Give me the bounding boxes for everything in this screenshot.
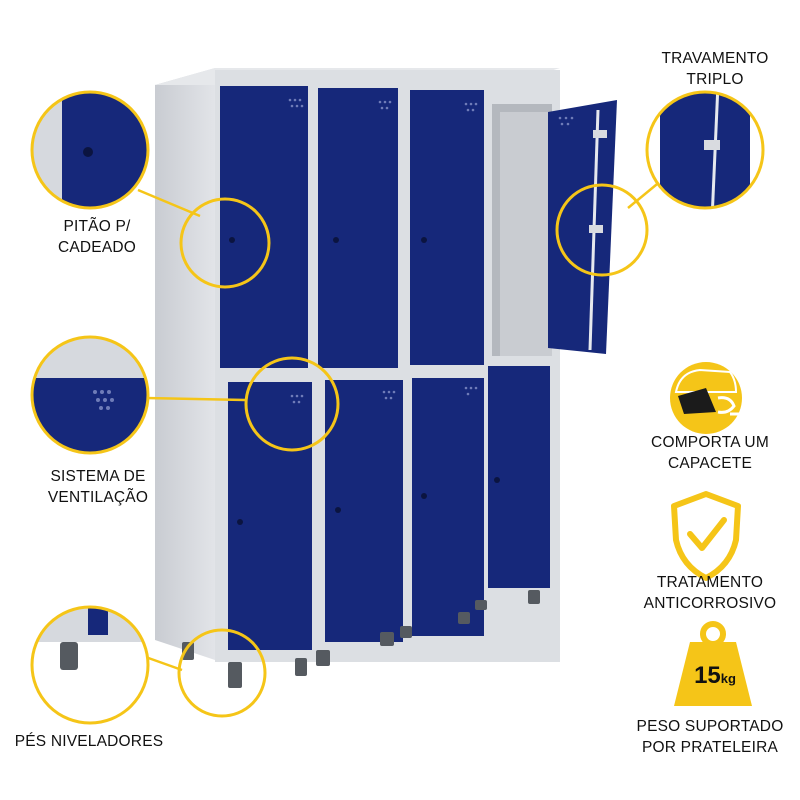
door-lower-3 [412, 378, 484, 636]
open-compartment-shadow [492, 104, 552, 356]
weight-icon [674, 621, 752, 706]
label-locking: TRAVAMENTO TRIPLO [640, 48, 790, 90]
label-shelf-weight-line2: POR PRATELEIRA [641, 739, 779, 756]
label-shelf-weight-line1: PESO SUPORTADO [636, 718, 784, 735]
helmet-icon [670, 362, 744, 434]
ventilation-holes [288, 98, 574, 404]
callout-target-circles [177, 183, 649, 718]
door-open [548, 100, 617, 354]
door-lower-4 [488, 366, 550, 588]
leveling-feet [182, 590, 540, 688]
cabinet-side-panel [155, 68, 215, 660]
weight-unit: kg [720, 671, 736, 686]
door-lock-bolt-top [593, 130, 607, 138]
door-lower-1 [228, 382, 312, 650]
zoom-locking-detail [645, 90, 765, 210]
weight-value: 15 [694, 662, 721, 689]
label-anticorrosion-line1: TRATAMENTO [656, 574, 764, 591]
label-feet-line1: PÉS NIVELADORES [14, 733, 164, 750]
label-helmet: COMPORTA UM CAPACETE [630, 432, 790, 474]
door-upper-3 [410, 90, 484, 365]
label-anticorrosion-line2: ANTICORROSIVO [643, 595, 777, 612]
zoom-padlock-detail [30, 90, 150, 210]
label-padlock-line1: PITÃO P/ [63, 218, 131, 235]
label-anticorrosion: TRATAMENTO ANTICORROSIVO [630, 572, 790, 614]
shield-check-icon [671, 491, 741, 581]
label-ventilation: SISTEMA DE VENTILAÇÃO [18, 466, 178, 508]
door-upper-2 [318, 88, 398, 368]
zoom-feet-detail [30, 605, 150, 725]
locker-cabinet [155, 68, 617, 688]
label-helmet-line1: COMPORTA UM [651, 434, 769, 451]
open-compartment [492, 104, 552, 356]
door-upper-1 [220, 86, 308, 370]
cabinet-divider [220, 368, 556, 378]
label-feet: PÉS NIVELADORES [0, 731, 178, 752]
label-helmet-line2: CAPACETE [668, 455, 752, 472]
label-padlock-line2: CADEADO [57, 239, 137, 256]
padlock-hasps [229, 237, 500, 525]
label-ventilation-line1: SISTEMA DE [50, 468, 146, 485]
door-lock-bolt-mid [589, 225, 603, 233]
label-locking-line2: TRIPLO [686, 71, 744, 88]
label-padlock: PITÃO P/ CADEADO [32, 216, 162, 258]
label-shelf-weight: PESO SUPORTADO POR PRATELEIRA [625, 716, 795, 758]
label-locking-line1: TRAVAMENTO [661, 50, 769, 67]
zoom-ventilation-detail [30, 335, 150, 455]
label-ventilation-line2: VENTILAÇÃO [47, 489, 149, 506]
weight-badge: 15kg [685, 662, 745, 690]
